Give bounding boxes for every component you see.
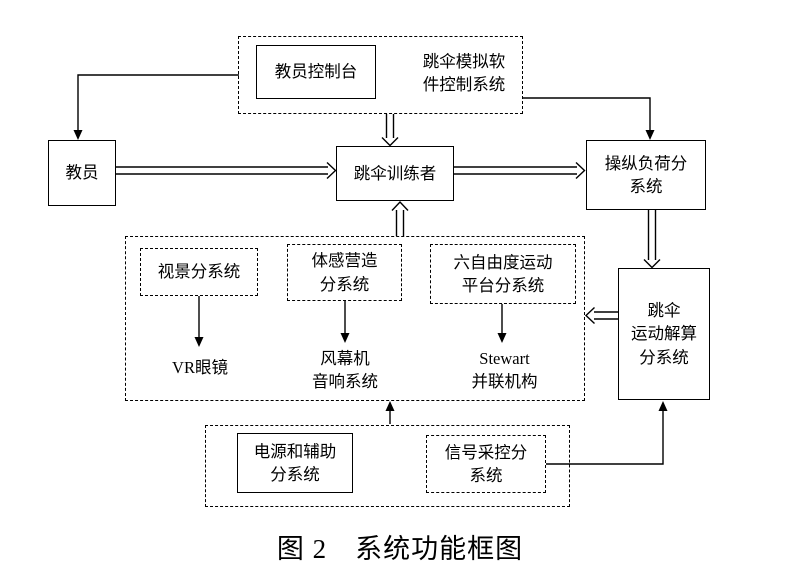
arrow-motion-solver-to-effects-group (584, 306, 618, 325)
vr-glasses-label: VR眼镜 (172, 358, 228, 377)
figure-caption: 图 2 系统功能框图 (276, 534, 524, 564)
sixdof-subsystem-box: 六自由度运动 平台分系统 (430, 244, 576, 304)
wind-audio-label: 风幕机 音响系统 (312, 349, 378, 392)
signal-subsystem-box: 信号采控分 系统 (426, 435, 546, 493)
arrow-control-system-to-trainee (381, 114, 399, 147)
effects-group-frame (125, 236, 585, 401)
power-subsystem-box: 电源和辅助 分系统 (237, 433, 353, 493)
arrow-console-to-instructor (73, 74, 239, 140)
arrow-support-group-to-effects-group (385, 401, 395, 424)
support-group-frame (205, 425, 570, 507)
stewart-label: Stewart 并联机构 (471, 349, 538, 392)
arrow-instructor-to-trainee (116, 161, 337, 180)
somatosensory-subsystem-box: 体感营造 分系统 (287, 244, 402, 301)
load-subsystem-box: 操纵负荷分 系统 (586, 140, 706, 210)
control-system-label: 跳伞模拟软 件控制系统 (422, 52, 506, 95)
arrow-trainee-to-load-subsystem (454, 161, 586, 180)
instructor-console-box: 教员控制台 (256, 45, 376, 99)
instructor-box: 教员 (48, 140, 116, 206)
arrow-control-system-to-load-subsystem (523, 97, 655, 140)
motion-solver-box: 跳伞 运动解算 分系统 (618, 268, 710, 400)
visual-subsystem-box: 视景分系统 (140, 248, 258, 296)
arrow-load-subsystem-to-motion-solver (643, 210, 661, 269)
control-system-group-frame (238, 36, 523, 114)
trainee-box: 跳伞训练者 (336, 146, 454, 201)
arrow-effects-group-to-trainee (391, 200, 409, 236)
